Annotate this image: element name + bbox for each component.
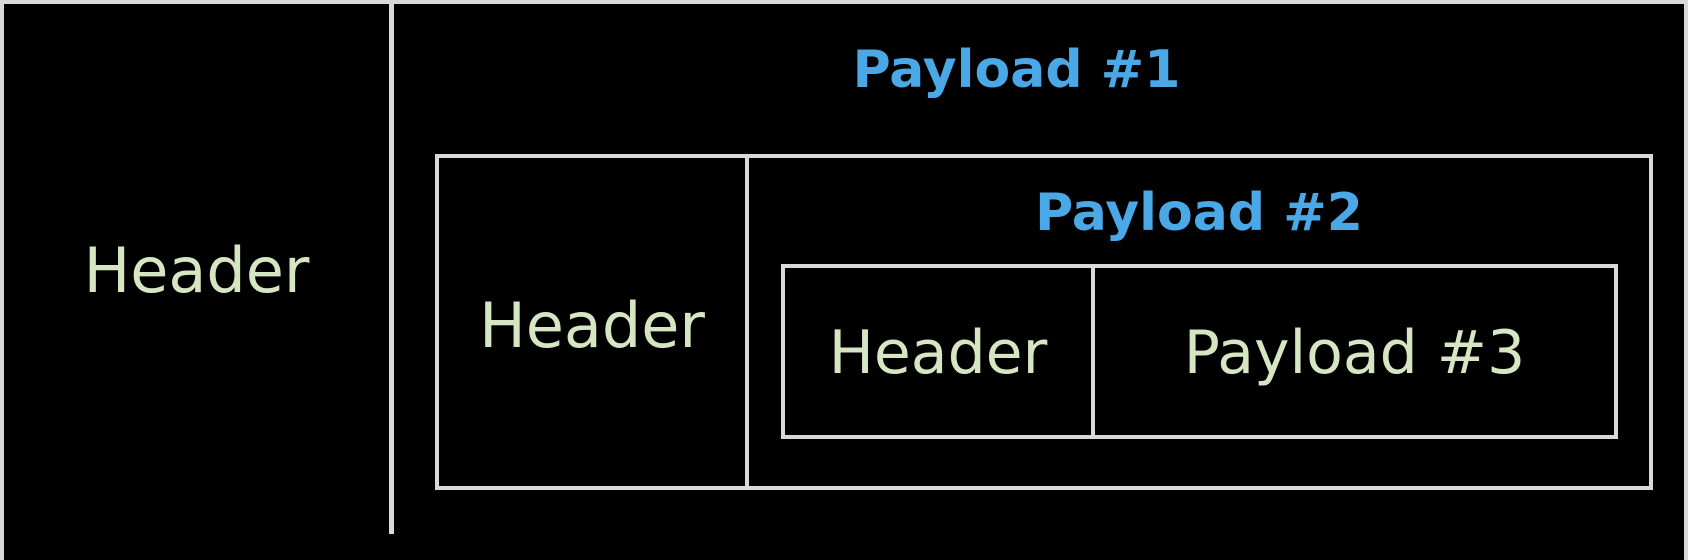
inner-divider (1091, 264, 1095, 439)
inner-header-label: Header (828, 317, 1048, 388)
payload-1-title: Payload #1 (852, 40, 1181, 100)
middle-divider (745, 154, 749, 490)
payload-2-title: Payload #2 (1035, 183, 1363, 243)
outer-header-label: Header (83, 233, 310, 307)
outer-divider (389, 0, 394, 534)
inner-frame (781, 264, 1618, 439)
middle-header-label: Header (479, 288, 705, 362)
payload-3-label: Payload #3 (1183, 317, 1526, 388)
